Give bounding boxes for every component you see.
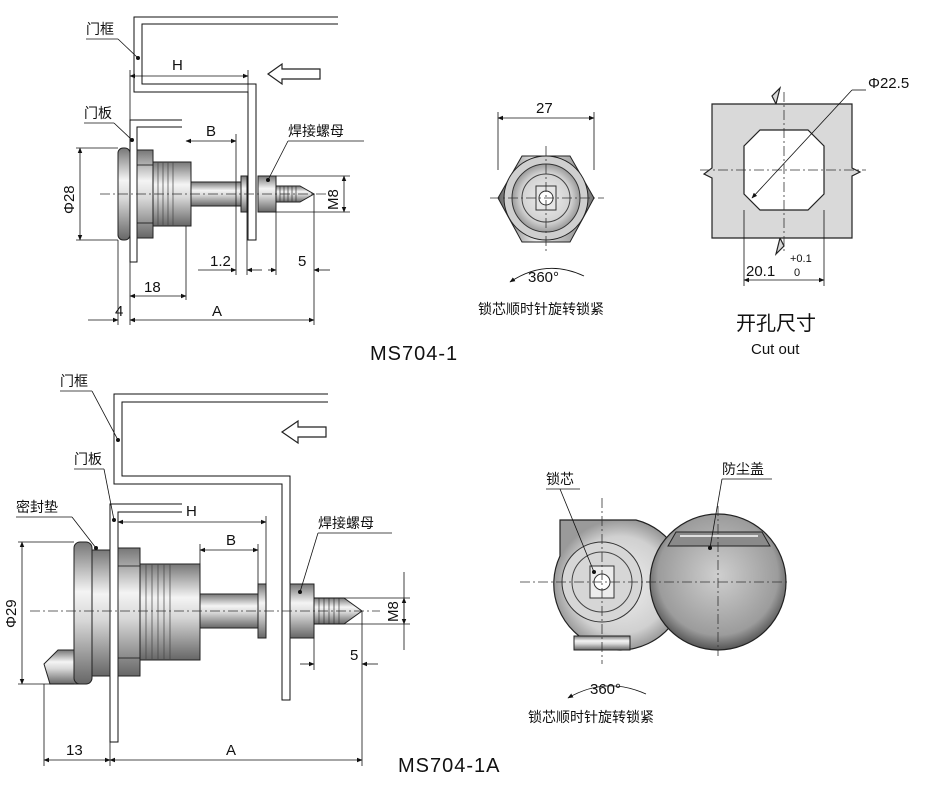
cutout-tol-lower: 0 xyxy=(794,267,800,279)
dim-bottom-A: A xyxy=(226,742,236,759)
label-lock-core: 锁芯 xyxy=(546,472,574,488)
dim-bottom-m8: M8 xyxy=(385,601,402,622)
dim-top-B: B xyxy=(206,123,216,140)
cutout-view: Φ22.5 20.1 +0.1 0 开孔尺寸 Cut out xyxy=(700,75,909,358)
dim-bottom-5: 5 xyxy=(350,647,358,664)
model-bottom: MS704-1A xyxy=(398,755,501,777)
label-dust-cover: 防尘盖 xyxy=(722,462,764,478)
bottom-front-view: 锁芯 防尘盖 360° 锁芯顺时针旋转锁紧 xyxy=(520,462,790,726)
dim-top-4: 4 xyxy=(115,303,123,320)
dim-top-H: H xyxy=(172,57,183,74)
top-annotations: 门框 门板 焊接螺母 H B Φ28 M8 xyxy=(61,22,364,325)
label-seal-bottom: 密封垫 xyxy=(16,499,58,516)
label-weld-nut-top: 焊接螺母 xyxy=(288,123,344,140)
cutout-title-en: Cut out xyxy=(751,341,800,358)
cutout-tol-upper: +0.1 xyxy=(790,253,812,265)
bottom-door-panel xyxy=(109,503,182,743)
front-rotation-text: 锁芯顺时针旋转锁紧 xyxy=(478,302,604,318)
top-door-panel xyxy=(129,119,182,263)
bottom-annotations: 门框 门板 密封垫 焊接螺母 H B Φ29 M8 xyxy=(3,374,410,766)
label-door-panel-bottom: 门板 xyxy=(74,452,102,468)
dim-bottom-dia: Φ29 xyxy=(3,599,20,628)
dim-top-A: A xyxy=(212,303,222,320)
bottom-side-view xyxy=(30,393,380,743)
dim-top-5: 5 xyxy=(298,253,306,270)
bottom-rotation-text: 锁芯顺时针旋转锁紧 xyxy=(528,710,654,726)
dim-bottom-B: B xyxy=(226,532,236,549)
dim-bottom-H: H xyxy=(186,503,197,520)
front-angle-label: 360° xyxy=(528,269,559,286)
bottom-direction-arrow xyxy=(280,419,327,445)
label-door-frame-bottom: 门框 xyxy=(60,374,88,390)
dim-front-width: 27 xyxy=(536,100,553,117)
bottom-angle-label: 360° xyxy=(590,681,621,698)
cutout-dia: Φ22.5 xyxy=(868,75,909,92)
dim-top-m8: M8 xyxy=(325,189,342,210)
label-door-panel-top: 门板 xyxy=(84,106,112,122)
label-door-frame-top: 门框 xyxy=(86,22,114,38)
dim-bottom-13: 13 xyxy=(66,742,83,759)
dim-top-1-2: 1.2 xyxy=(210,253,231,270)
dim-top-dia: Φ28 xyxy=(61,185,78,214)
cutout-title-cn: 开孔尺寸 xyxy=(736,311,816,335)
front-view: 27 360° 锁芯顺时针旋转锁紧 xyxy=(478,100,604,318)
dim-top-18: 18 xyxy=(144,279,161,296)
model-top: MS704-1 xyxy=(370,343,458,365)
top-direction-arrow xyxy=(266,62,321,86)
label-weld-nut-bottom: 焊接螺母 xyxy=(318,515,374,532)
bottom-door-frame xyxy=(113,393,328,701)
top-side-view xyxy=(100,16,338,263)
cutout-width: 20.1 xyxy=(746,263,775,280)
